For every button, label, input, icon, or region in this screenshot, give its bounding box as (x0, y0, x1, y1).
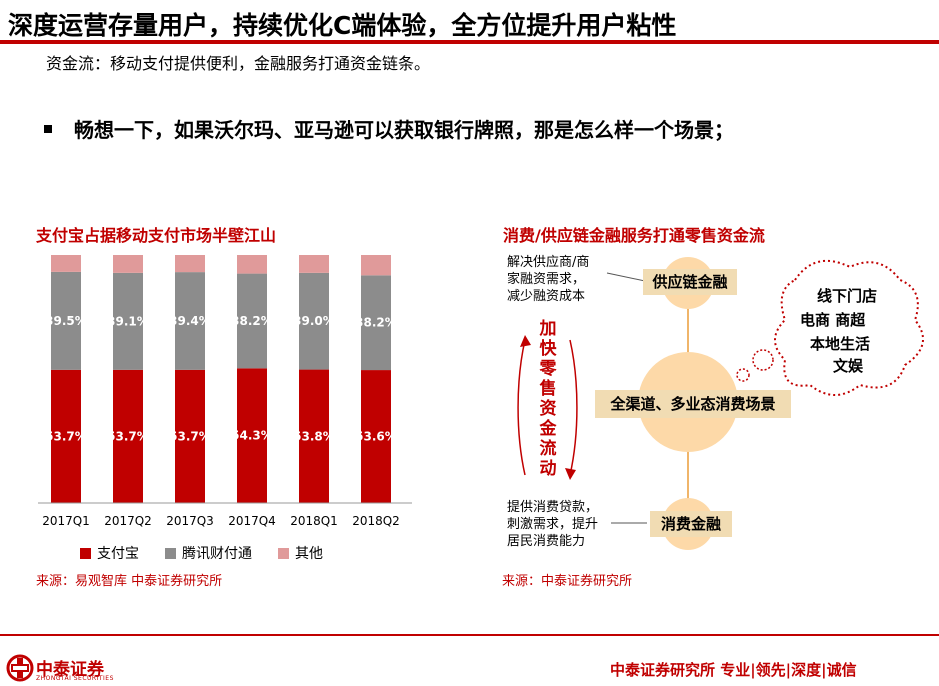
data-label-1-1: 39.1% (107, 314, 149, 328)
legend-swatch (165, 547, 176, 559)
thought-bubble-small (736, 368, 750, 382)
accelerate-flow-vertical-text: 加 快 零 售 资 金 流 动 (537, 319, 559, 479)
bar-segment-1-5 (361, 275, 391, 371)
company-logo-text: 中泰证券 (36, 660, 104, 680)
bar-segment-0-3 (237, 368, 267, 503)
bar-segment-1-1 (113, 272, 143, 370)
data-label-1-2: 39.4% (169, 314, 211, 328)
data-label-0-4: 53.8% (293, 429, 335, 443)
legend-label: 支付宝 (97, 546, 139, 562)
arrow-head-top (520, 335, 531, 347)
legend-item-1: 腾讯财付通 (165, 543, 252, 563)
bar-segment-2-1 (113, 255, 143, 273)
legend-item-0: 支付宝 (80, 543, 139, 563)
page-title: 深度运营存量用户，持续优化C端体验，全方位提升用户粘性 (8, 11, 677, 40)
legend-item-2: 其他 (278, 543, 323, 563)
data-label-1-3: 38.2% (231, 314, 273, 328)
legend-swatch (80, 547, 91, 559)
supply-chain-finance-box: 供应链金融 (643, 269, 737, 295)
data-label-1-5: 38.2% (355, 316, 397, 330)
chart-section-title: 支付宝占据移动支付市场半壁江山 (36, 226, 277, 245)
cloud-item-entertainment: 文娱 (833, 357, 864, 375)
bar-segment-0-2 (175, 369, 205, 503)
top-note-line (606, 272, 646, 282)
arrow-head-bottom (565, 468, 576, 480)
chart-source: 来源：易观智库 中泰证券研究所 (36, 574, 223, 589)
footer-divider (0, 634, 939, 636)
vertical-char: 流 (539, 439, 557, 459)
diagram-section-title: 消费/供应链金融服务打通零售资金流 (503, 226, 765, 245)
diagram-source: 来源：中泰证券研究所 (502, 574, 633, 589)
bar-segment-2-4 (299, 255, 329, 273)
bottom-note: 提供消费贷款， 刺激需求，提升 居民消费能力 (507, 499, 598, 550)
bar-segment-0-1 (113, 369, 143, 503)
footer-slogan: 中泰证券研究所 专业|领先|深度|诚信 (610, 661, 857, 679)
stacked-bar-chart: 53.7% 39.5% 2017Q1 53.7% 39.1% 2017Q2 53.7% 39.… (38, 255, 412, 528)
retail-capital-flow-diagram: 供应链金融 全渠道、多业态消费场景 消费金融 解决供应商/商 家融资需求， 减少… (495, 245, 939, 565)
legend-label: 腾讯财付通 (182, 546, 252, 562)
data-label-0-2: 53.7% (169, 429, 211, 443)
bar-segment-2-5 (361, 255, 391, 276)
x-tick-label: 2017Q1 (42, 514, 90, 528)
company-logo-icon (6, 654, 34, 682)
bar-segment-0-5 (361, 370, 391, 503)
x-tick-label: 2017Q2 (104, 514, 152, 528)
scenario-cloud (774, 259, 924, 396)
bar-segment-2-3 (237, 255, 267, 274)
bullet-text: 畅想一下，如果沃尔玛、亚马逊可以获取银行牌照，那是怎么样一个场景； (74, 118, 734, 142)
cloud-item-local-life: 本地生活 (810, 335, 871, 353)
vertical-char: 零 (539, 359, 557, 379)
x-tick-label: 2017Q3 (166, 514, 214, 528)
page-subtitle: 资金流：移动支付提供便利，金融服务打通资金链条。 (46, 54, 431, 73)
data-label-0-5: 53.6% (355, 430, 397, 444)
bottom-note-line-2: 刺激需求，提升 (507, 517, 599, 532)
vertical-char: 金 (539, 419, 557, 439)
cycle-arrow-left (517, 339, 526, 476)
vertical-char: 售 (539, 379, 557, 399)
vertical-char: 快 (539, 339, 557, 359)
title-divider (0, 40, 939, 44)
data-label-1-4: 39.0% (293, 314, 335, 328)
data-label-0-0: 53.7% (45, 429, 87, 443)
bar-segment-1-4 (299, 272, 329, 370)
company-logo-english: ZHONGTAI SECURITIES (36, 675, 114, 682)
x-tick-label: 2018Q2 (352, 514, 400, 528)
cloud-item-offline-store: 线下门店 (817, 287, 878, 305)
bar-segment-0-0 (51, 369, 81, 503)
bar-segment-1-3 (237, 273, 267, 369)
data-label-1-0: 39.5% (45, 314, 87, 328)
legend-label: 其他 (295, 546, 323, 562)
omnichannel-scenario-box: 全渠道、多业态消费场景 (595, 390, 791, 418)
x-tick-label: 2018Q1 (290, 514, 338, 528)
data-label-0-1: 53.7% (107, 429, 149, 443)
bar-segment-1-2 (175, 272, 205, 370)
bottom-note-line-1: 提供消费贷款， (507, 500, 599, 515)
legend-swatch (278, 547, 289, 559)
consumer-finance-box: 消费金融 (650, 511, 732, 537)
data-label-0-3: 54.3% (231, 429, 273, 443)
vertical-char: 加 (539, 319, 557, 339)
vertical-char: 动 (539, 459, 557, 479)
cycle-arrow-right (569, 339, 578, 476)
bottom-note-line-3: 居民消费能力 (507, 534, 586, 549)
chart-legend: 支付宝 腾讯财付通 其他 (80, 543, 323, 563)
top-note-line-3: 减少融资成本 (507, 289, 586, 304)
thought-bubble-medium (752, 349, 774, 371)
bar-segment-2-0 (51, 255, 81, 272)
top-note-line-2: 家融资需求， (507, 272, 586, 287)
bar-segment-2-2 (175, 255, 205, 273)
vertical-char: 资 (539, 399, 557, 419)
bar-segment-1-0 (51, 271, 81, 370)
bullet-square-icon (44, 125, 52, 133)
bar-segment-0-4 (299, 369, 329, 503)
top-note: 解决供应商/商 家融资需求， 减少融资成本 (507, 254, 589, 305)
top-note-line-1: 解决供应商/商 (507, 255, 590, 270)
x-tick-label: 2017Q4 (228, 514, 276, 528)
cloud-item-ecommerce: 电商 商超 (800, 311, 866, 329)
